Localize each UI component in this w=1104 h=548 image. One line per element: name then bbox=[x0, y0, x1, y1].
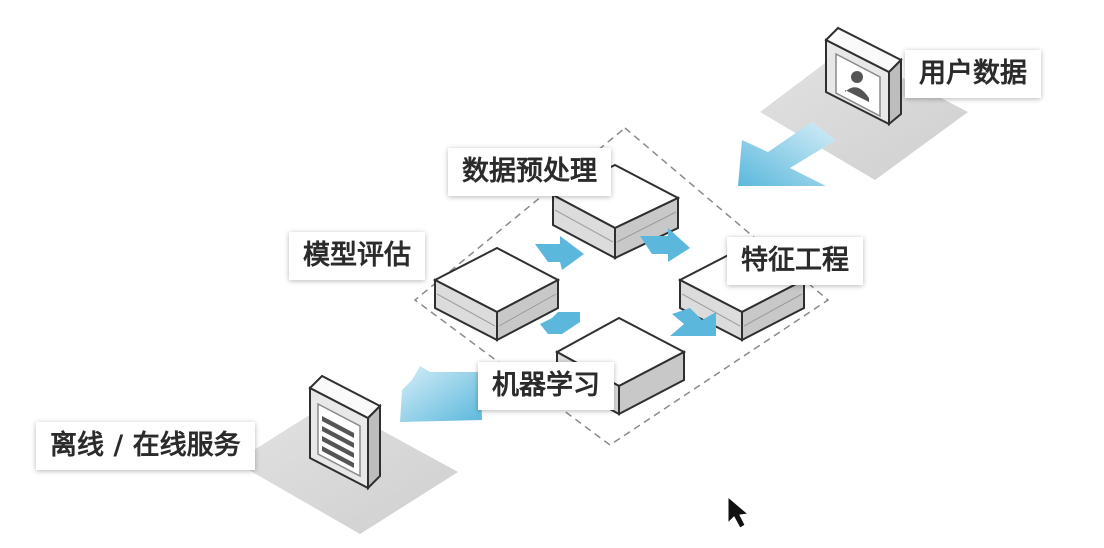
user-data-server bbox=[824, 26, 903, 127]
user-profile-icon bbox=[845, 71, 869, 102]
arrow-ml-to-eval bbox=[540, 312, 580, 334]
arrow-eval-to-preprocess bbox=[535, 236, 584, 270]
mouse-cursor-icon bbox=[727, 495, 750, 529]
label-serving: 离线 / 在线服务 bbox=[36, 422, 255, 470]
serving-server bbox=[308, 374, 382, 491]
user-data-platform bbox=[760, 48, 968, 180]
arrow-pipeline-to-serving bbox=[400, 366, 482, 422]
arrow-preprocess-to-feature bbox=[640, 228, 690, 262]
document-list-icon bbox=[322, 416, 354, 468]
label-user-data: 用户数据 bbox=[905, 50, 1041, 98]
arrow-feature-to-ml bbox=[670, 308, 716, 336]
label-machine-learning: 机器学习 bbox=[478, 362, 614, 410]
label-preprocess: 数据预处理 bbox=[448, 148, 611, 196]
label-model-eval: 模型评估 bbox=[289, 232, 425, 280]
label-feature-eng: 特征工程 bbox=[727, 237, 863, 285]
arrow-user-to-pipeline bbox=[738, 122, 836, 186]
block-model-eval bbox=[432, 246, 561, 342]
